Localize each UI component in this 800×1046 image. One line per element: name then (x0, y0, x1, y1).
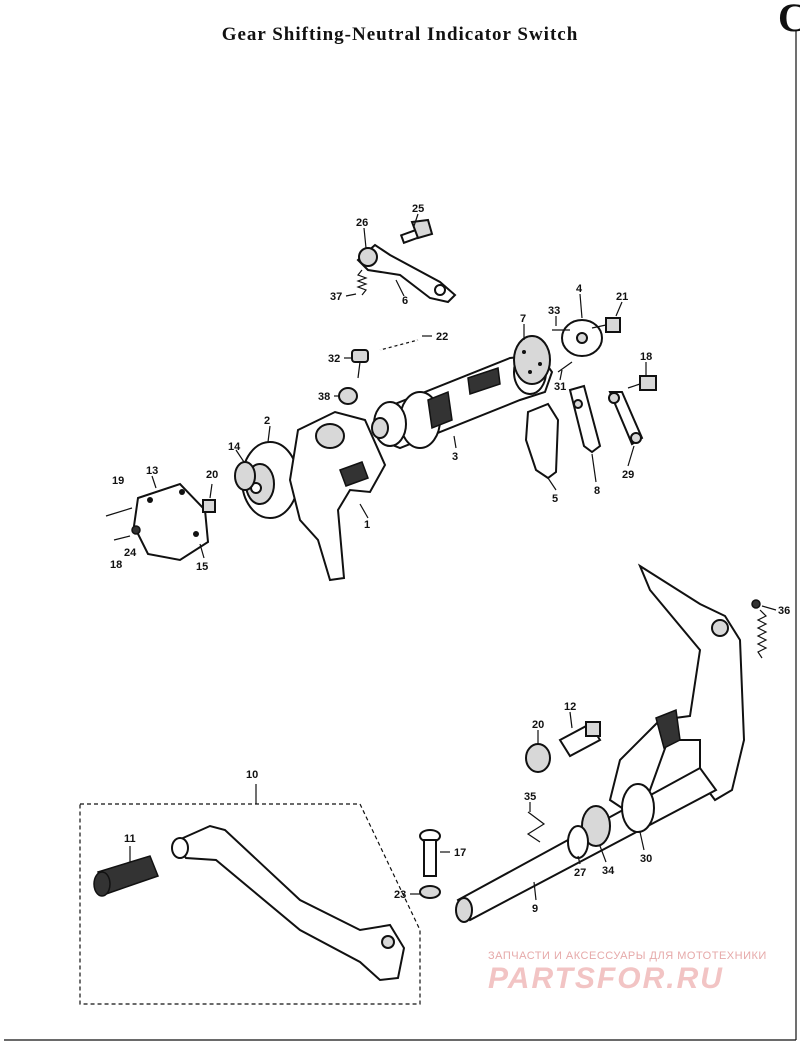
label-32: 32 (328, 353, 340, 365)
part-7-cam-plate (513, 335, 551, 385)
label-18-right: 18 (640, 351, 652, 363)
part-20-washer-right (525, 743, 551, 773)
label-17: 17 (454, 847, 466, 859)
part-13-cover (132, 482, 210, 562)
label-23: 23 (394, 889, 406, 901)
label-22: 22 (436, 331, 448, 343)
part-11-pedal-rubber (93, 855, 159, 897)
part-36-spring (751, 599, 768, 659)
part-number-labels: 26 25 37 6 22 32 38 7 4 33 21 18 31 2 14… (110, 203, 790, 915)
part-20-washer-left (202, 499, 216, 513)
leader-lines (129, 213, 777, 901)
label-12: 12 (564, 701, 576, 713)
label-25: 25 (412, 203, 424, 215)
label-24: 24 (124, 547, 137, 559)
part-31-pin (557, 361, 573, 373)
label-8: 8 (594, 485, 600, 497)
label-31: 31 (554, 381, 566, 393)
label-19: 19 (112, 475, 124, 487)
part-34-oil-seal (581, 805, 611, 847)
part-27-washer (567, 825, 589, 859)
label-20-right: 20 (532, 719, 544, 731)
part-24-washer (131, 525, 141, 535)
part-10-shift-pedal (171, 824, 406, 982)
part-14-circlip (234, 461, 256, 491)
label-14: 14 (228, 441, 241, 453)
part-10-group-outline (79, 803, 421, 1005)
label-36: 36 (778, 605, 790, 617)
part-5-plate (524, 402, 560, 480)
part-23-washer (419, 885, 441, 899)
label-21: 21 (616, 291, 628, 303)
label-5: 5 (552, 493, 558, 505)
part-38-roller (338, 387, 358, 405)
label-4: 4 (576, 283, 583, 295)
part-26-washer (358, 247, 378, 267)
label-3: 3 (452, 451, 458, 463)
part-35-clip (526, 811, 546, 843)
label-37: 37 (330, 291, 342, 303)
part-32-pin-holder (351, 349, 369, 379)
label-9: 9 (532, 903, 538, 915)
watermark-tagline: ЗАПЧАСТИ И АКСЕССУАРЫ ДЛЯ МОТОТЕХНИКИ (488, 950, 767, 962)
part-1-shift-fork (288, 410, 387, 582)
label-34: 34 (602, 865, 615, 877)
label-13: 13 (146, 465, 158, 477)
part-30-shift-arm (608, 563, 746, 822)
label-33: 33 (548, 305, 560, 317)
label-1: 1 (364, 519, 370, 531)
part-30-ring (621, 783, 655, 833)
part-29-contact-lever (608, 391, 644, 446)
corner-mark: C (778, 0, 800, 40)
label-30: 30 (640, 853, 652, 865)
part-18-screw-left (113, 535, 131, 541)
label-18-left: 18 (110, 559, 122, 571)
part-12-stopper-bolt (558, 721, 602, 758)
label-20-left: 20 (206, 469, 218, 481)
part-21-bolt (591, 317, 621, 333)
part-25-bolt (399, 218, 434, 245)
part-18-bolt-right (627, 375, 657, 391)
label-6: 6 (402, 295, 408, 307)
label-35: 35 (524, 791, 536, 803)
part-4-drum-stopper (561, 319, 603, 357)
label-27: 27 (574, 867, 586, 879)
label-10: 10 (246, 769, 258, 781)
label-38: 38 (318, 391, 330, 403)
part-19-screw (105, 507, 133, 517)
label-15: 15 (196, 561, 208, 573)
page-title: Gear Shifting-Neutral Indicator Switch (221, 24, 579, 45)
label-26: 26 (356, 217, 368, 229)
watermark-logo: PARTSFOR.RU (488, 962, 724, 995)
part-17-pedal-bolt (419, 829, 441, 877)
label-2: 2 (264, 415, 270, 427)
label-11: 11 (124, 833, 136, 845)
part-37-spring (356, 269, 368, 296)
part-8-switch-contact (568, 384, 602, 454)
label-29: 29 (622, 469, 634, 481)
label-7: 7 (520, 313, 526, 325)
